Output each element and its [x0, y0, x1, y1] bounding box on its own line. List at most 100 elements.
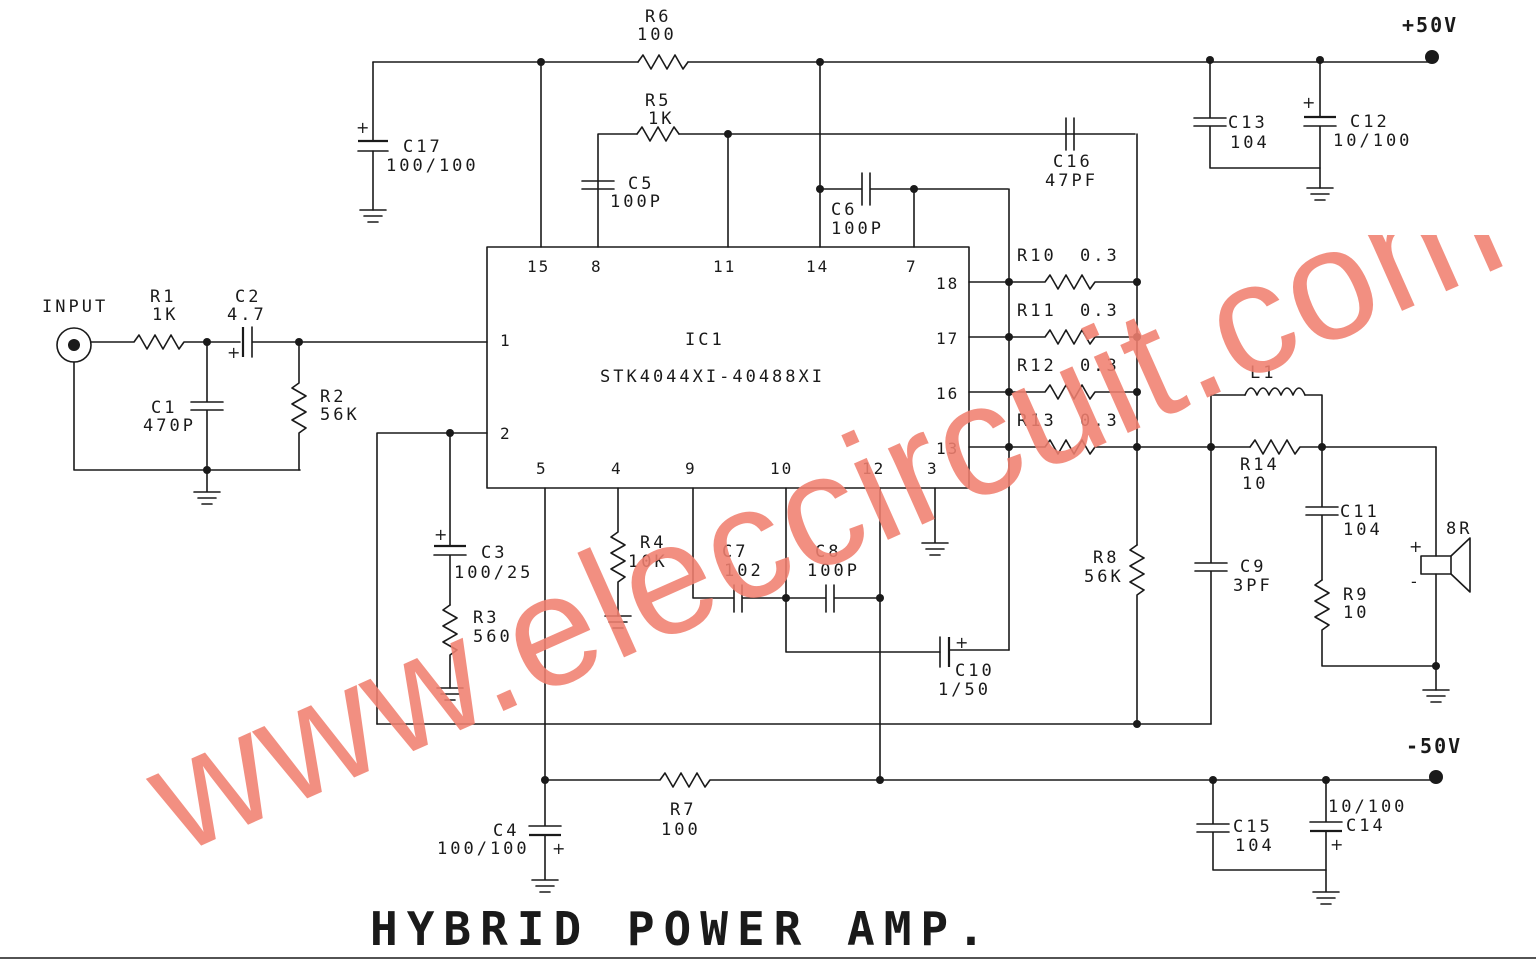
r5-resistor [597, 126, 1136, 248]
c3-plus: + [434, 525, 447, 544]
output-network [376, 387, 1437, 725]
c10-plus: + [955, 633, 968, 652]
c7-value: 102 [724, 561, 764, 581]
c15-capacitor [1196, 779, 1327, 871]
ic1-part: STK4044XI-40488XI [600, 367, 825, 387]
l1-ref: L1 [1250, 363, 1276, 383]
pin-9: 9 [685, 459, 697, 478]
c17-ref: C17 [403, 137, 443, 157]
c5-capacitor [581, 180, 615, 190]
r6-value: 100 [637, 25, 677, 45]
c4-plus: + [552, 839, 565, 858]
pin-16: 16 [936, 384, 959, 403]
speaker-minus: - [1411, 572, 1417, 591]
c14-value: 10/100 [1328, 797, 1407, 817]
r10-value: 0.3 [1080, 246, 1120, 266]
c12-capacitor [1303, 59, 1337, 201]
r4-ref: R4 [640, 533, 666, 553]
r4-value: 10K [628, 552, 668, 572]
pin-5: 5 [536, 459, 548, 478]
speaker-plus: + [1409, 537, 1422, 556]
c12-value: 10/100 [1333, 131, 1412, 151]
r1-value: 1K [152, 305, 178, 325]
c16-ref: C16 [1053, 152, 1093, 172]
c8-value: 100P [807, 561, 860, 581]
c5-value: 100P [610, 192, 663, 212]
r3-value: 560 [473, 627, 513, 647]
pin3-ground-icon [921, 487, 949, 556]
c10-ref: C10 [955, 661, 995, 681]
pin-8: 8 [591, 257, 603, 276]
pin-2: 2 [500, 424, 512, 443]
r2-resistor [291, 341, 307, 471]
pin-12: 12 [862, 459, 885, 478]
feedback-network [376, 429, 488, 725]
r11-value: 0.3 [1080, 301, 1120, 321]
c16-capacitor [1065, 117, 1075, 151]
r2-ref: R2 [320, 387, 346, 407]
c13-ref: C13 [1228, 113, 1268, 133]
pin-15: 15 [527, 257, 550, 276]
r12-ref: R12 [1017, 356, 1057, 376]
c15-ref: C15 [1233, 817, 1273, 837]
c17-capacitor [357, 61, 389, 223]
c2-plus: + [227, 343, 240, 362]
c10-value: 1/50 [938, 680, 991, 700]
c9-value: 3PF [1233, 576, 1273, 596]
pin-10: 10 [770, 459, 793, 478]
r6-ref: R6 [645, 7, 671, 27]
c12-ref: C12 [1350, 112, 1390, 132]
speaker-ref: 8R [1446, 519, 1472, 539]
c17-plus: + [356, 118, 369, 137]
input-jack-icon [56, 327, 301, 471]
r4-resistor [604, 487, 632, 629]
negative-rail [541, 770, 1443, 788]
c5-ref: C5 [628, 174, 654, 194]
r14-ref: R14 [1240, 455, 1280, 475]
r8-resistor [1129, 544, 1145, 728]
c6-value: 100P [831, 219, 884, 239]
r13-ref: R13 [1017, 411, 1057, 431]
c2-value: 4.7 [227, 305, 267, 325]
r9-value: 10 [1343, 603, 1369, 623]
speaker-icon [1420, 446, 1471, 703]
r12-value: 0.3 [1080, 356, 1120, 376]
c15-value: 104 [1235, 836, 1275, 856]
c4-value: 100/100 [437, 839, 530, 859]
r10-ref: R10 [1017, 246, 1057, 266]
c14-capacitor [1309, 779, 1343, 905]
c13-value: 104 [1230, 133, 1270, 153]
c1-value: 470P [143, 416, 196, 436]
c12-plus: + [1302, 93, 1315, 112]
c13-capacitor [1193, 59, 1321, 169]
c2-capacitor [241, 326, 488, 358]
c7-c8-c10-network [692, 487, 1010, 781]
r8-value: 56K [1084, 567, 1124, 587]
c8-ref: C8 [815, 542, 841, 562]
diagram-title: HYBRID POWER AMP. [370, 902, 994, 956]
r1-resistor [90, 334, 241, 350]
pin-1: 1 [500, 331, 512, 350]
negative-rail-label: -50V [1406, 734, 1462, 758]
c16-value: 47PF [1045, 171, 1098, 191]
positive-rail [372, 50, 1439, 70]
r5-ref: R5 [645, 91, 671, 111]
c14-ref: C14 [1346, 816, 1386, 836]
c11-value: 104 [1343, 520, 1383, 540]
c7-ref: C7 [722, 542, 748, 562]
emitter-resistors [968, 133, 1141, 651]
pin-3: 3 [927, 459, 939, 478]
ic1-ref: IC1 [685, 330, 725, 350]
pin-4: 4 [611, 459, 623, 478]
r5-value: 1K [648, 109, 674, 129]
r8-ref: R8 [1093, 548, 1119, 568]
c6-capacitor [816, 61, 1009, 248]
c3-ref: C3 [481, 543, 507, 563]
c6-ref: C6 [831, 200, 857, 220]
c14-plus: + [1330, 835, 1343, 854]
c4-ref: C4 [493, 821, 519, 841]
r2-value: 56K [320, 405, 360, 425]
c3-value: 100/25 [454, 563, 533, 583]
c11-ref: C11 [1340, 502, 1380, 522]
